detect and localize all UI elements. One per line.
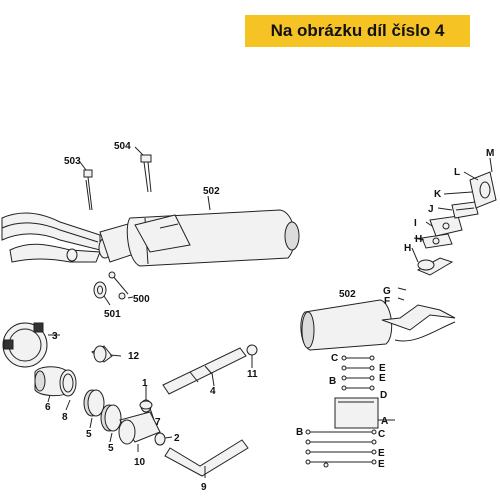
label-I: I	[414, 218, 417, 229]
label-C1: C	[331, 353, 338, 364]
label-A: A	[381, 416, 388, 427]
label-E4: E	[378, 459, 385, 470]
gasket-5b	[100, 404, 122, 432]
label-501: 501	[104, 309, 121, 320]
heat-shield-upper	[416, 257, 454, 276]
bolt-503	[83, 169, 93, 211]
label-E1: E	[379, 363, 386, 374]
label-5b: 5	[108, 443, 114, 454]
bolt-row-upper	[341, 355, 375, 391]
label-1: 1	[142, 378, 148, 389]
gasket-5a	[83, 389, 105, 417]
label-3: 3	[52, 331, 58, 342]
clip-12	[91, 345, 122, 363]
label-8: 8	[62, 412, 68, 423]
part-number-banner: Na obrázku díl číslo 4	[245, 15, 470, 47]
label-500: 500	[133, 294, 150, 305]
label-E3: E	[378, 448, 385, 459]
label-B1: B	[329, 376, 336, 387]
hose-4[interactable]	[162, 347, 247, 395]
label-5a: 5	[86, 429, 92, 440]
label-H1: H	[404, 243, 411, 254]
label-502-top: 502	[203, 186, 220, 197]
bracket-I	[429, 215, 463, 237]
muffler-main-502	[126, 209, 300, 267]
washer-501	[93, 281, 107, 299]
muffler-side-502	[300, 299, 456, 351]
label-F: F	[384, 296, 390, 307]
bolt-504	[140, 154, 152, 193]
label-6: 6	[45, 402, 51, 413]
label-M: M	[486, 148, 494, 159]
label-H2: H	[415, 234, 422, 245]
o-ring-8	[59, 369, 77, 397]
label-503: 503	[64, 156, 81, 167]
bolt-row-lower	[305, 429, 377, 468]
clamp-11	[246, 344, 258, 368]
label-10: 10	[134, 457, 146, 468]
label-J: J	[428, 204, 434, 215]
label-11: 11	[247, 369, 258, 380]
label-2: 2	[174, 433, 180, 444]
bracket-K	[469, 171, 497, 209]
clamp-2	[154, 432, 173, 446]
label-4[interactable]: 4	[210, 386, 216, 397]
plate-J	[451, 201, 479, 219]
label-D: D	[380, 390, 387, 401]
clamp-3	[2, 322, 48, 368]
label-12: 12	[128, 351, 140, 362]
label-L: L	[454, 167, 460, 178]
heat-shield-A	[334, 397, 395, 429]
label-9: 9	[201, 482, 207, 493]
label-504: 504	[114, 141, 131, 152]
label-7: 7	[155, 417, 161, 428]
connector-10	[118, 411, 161, 445]
header-pipes	[1, 212, 141, 263]
label-E2: E	[379, 373, 386, 384]
label-B2: B	[296, 427, 303, 438]
label-G: G	[383, 286, 391, 297]
hose-9	[164, 439, 249, 478]
label-502-side: 502	[339, 289, 356, 300]
clamp-1	[139, 386, 153, 410]
bolt-500	[108, 271, 129, 300]
label-K: K	[434, 189, 442, 200]
label-C2-right: C	[378, 429, 385, 440]
